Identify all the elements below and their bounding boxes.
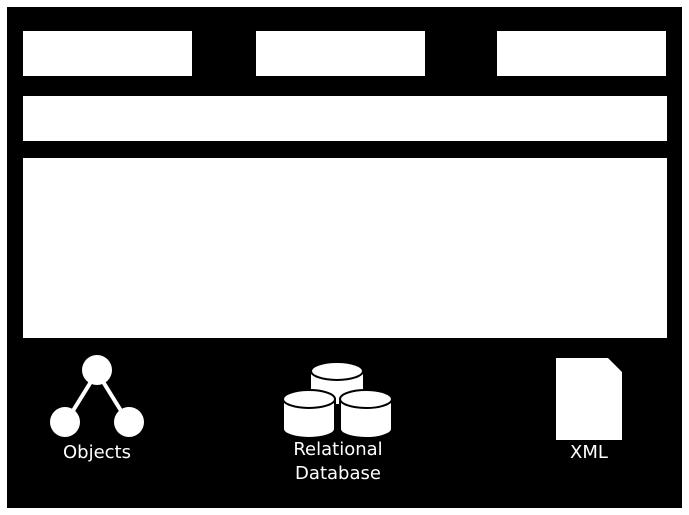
- top-right-box: [497, 31, 666, 76]
- relational-database-label: Relational Database: [263, 438, 413, 486]
- database-label-line2: Database: [295, 463, 381, 484]
- top-middle-box: [256, 31, 425, 76]
- objects-label: Objects: [62, 442, 131, 463]
- large-box: [23, 158, 667, 338]
- diagram-frame: Objects Relational Database XML: [7, 7, 682, 508]
- xml-label: XML: [570, 442, 608, 463]
- top-left-box: [23, 31, 192, 76]
- document-icon: [556, 358, 622, 440]
- object-graph-icon: [50, 355, 144, 437]
- wide-box: [23, 96, 667, 141]
- database-cylinders-icon: [282, 361, 393, 439]
- database-label-line1: Relational: [293, 439, 383, 460]
